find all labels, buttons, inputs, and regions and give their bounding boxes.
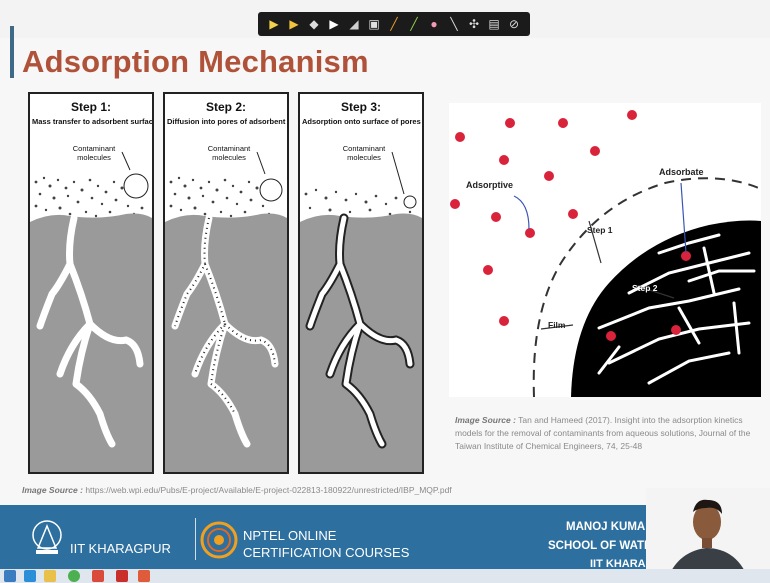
step-2-label: Step 2 bbox=[632, 283, 658, 293]
step-subtitle: Diffusion into pores of adsorbent bbox=[167, 117, 285, 126]
nptel-line-2: CERTIFICATION COURSES bbox=[243, 545, 409, 560]
title-accent-bar bbox=[10, 26, 14, 78]
footer-divider bbox=[195, 518, 196, 560]
presenter-name: MANOJ KUMA bbox=[566, 521, 645, 533]
adsorbent-particle-diagram bbox=[449, 103, 761, 397]
highlighter-icon[interactable]: ◢ bbox=[346, 17, 362, 31]
pen-icon[interactable]: ╱ bbox=[406, 17, 422, 31]
film-label: Film bbox=[548, 320, 565, 330]
chrome-icon[interactable] bbox=[68, 570, 80, 582]
shapes-icon[interactable]: ▣ bbox=[366, 17, 382, 31]
step-title: Step 1: bbox=[30, 100, 152, 114]
annotation-toolbar: ▶ ▶ ◆ ▶ ◢ ▣ ╱ ╱ ● ╲ ✣ ▤ ⊘ bbox=[258, 12, 530, 36]
start-icon[interactable] bbox=[4, 570, 16, 582]
image-source-left: Image Source : https://web.wpi.edu/Pubs/… bbox=[22, 485, 452, 495]
pointer-arrow-icon[interactable]: ▶ bbox=[326, 17, 342, 31]
step-1-label: Step 1 bbox=[587, 225, 613, 235]
line-icon[interactable]: ╲ bbox=[446, 17, 462, 31]
slide-title: Adsorption Mechanism bbox=[22, 44, 369, 80]
app-icon[interactable] bbox=[138, 570, 150, 582]
adsorption-kinetics-figure: Adsorptive Adsorbate Step 1 Step 2 Film bbox=[449, 103, 761, 397]
eraser-icon[interactable]: ● bbox=[426, 17, 442, 31]
institute-name: IIT KHARAGPUR bbox=[70, 541, 171, 556]
nptel-line-1: NPTEL ONLINE bbox=[243, 528, 336, 543]
presenter-school: SCHOOL OF WATEI bbox=[548, 540, 655, 552]
step-panel-2: Step 2: Diffusion into pores of adsorben… bbox=[163, 92, 289, 474]
iit-logo-icon bbox=[30, 518, 64, 558]
step-panel-3: Step 3: Adsorption onto surface of pores… bbox=[298, 92, 424, 474]
step-title: Step 2: bbox=[165, 100, 287, 114]
image-source-right: Image Source : Tan and Hameed (2017). In… bbox=[455, 414, 755, 453]
step-subtitle: Mass transfer to adsorbent surface bbox=[32, 117, 150, 126]
screen-icon[interactable]: ▤ bbox=[486, 17, 502, 31]
pointer-arrow-icon[interactable]: ▶ bbox=[286, 17, 302, 31]
pen-icon[interactable]: ╱ bbox=[386, 17, 402, 31]
contaminant-label: Contaminant molecules bbox=[334, 144, 394, 162]
app-icon[interactable] bbox=[92, 570, 104, 582]
browser-icon[interactable] bbox=[24, 570, 36, 582]
adsorptive-label: Adsorptive bbox=[466, 180, 513, 190]
pdf-icon[interactable] bbox=[116, 570, 128, 582]
step-title: Step 3: bbox=[300, 100, 422, 114]
adsorbate-label: Adsorbate bbox=[659, 167, 704, 177]
contaminant-label: Contaminant molecules bbox=[199, 144, 259, 162]
step-subtitle: Adsorption onto surface of pores bbox=[302, 117, 420, 126]
clear-icon[interactable]: ⊘ bbox=[506, 17, 522, 31]
folder-icon[interactable] bbox=[44, 570, 56, 582]
move-icon[interactable]: ✣ bbox=[466, 17, 482, 31]
step-panel-1: Step 1: Mass transfer to adsorbent surfa… bbox=[28, 92, 154, 474]
eraser-icon[interactable]: ◆ bbox=[306, 17, 322, 31]
contaminant-label: Contaminant molecules bbox=[64, 144, 124, 162]
nptel-logo-icon bbox=[200, 521, 238, 559]
os-taskbar bbox=[0, 569, 770, 583]
pointer-arrow-icon[interactable]: ▶ bbox=[266, 17, 282, 31]
